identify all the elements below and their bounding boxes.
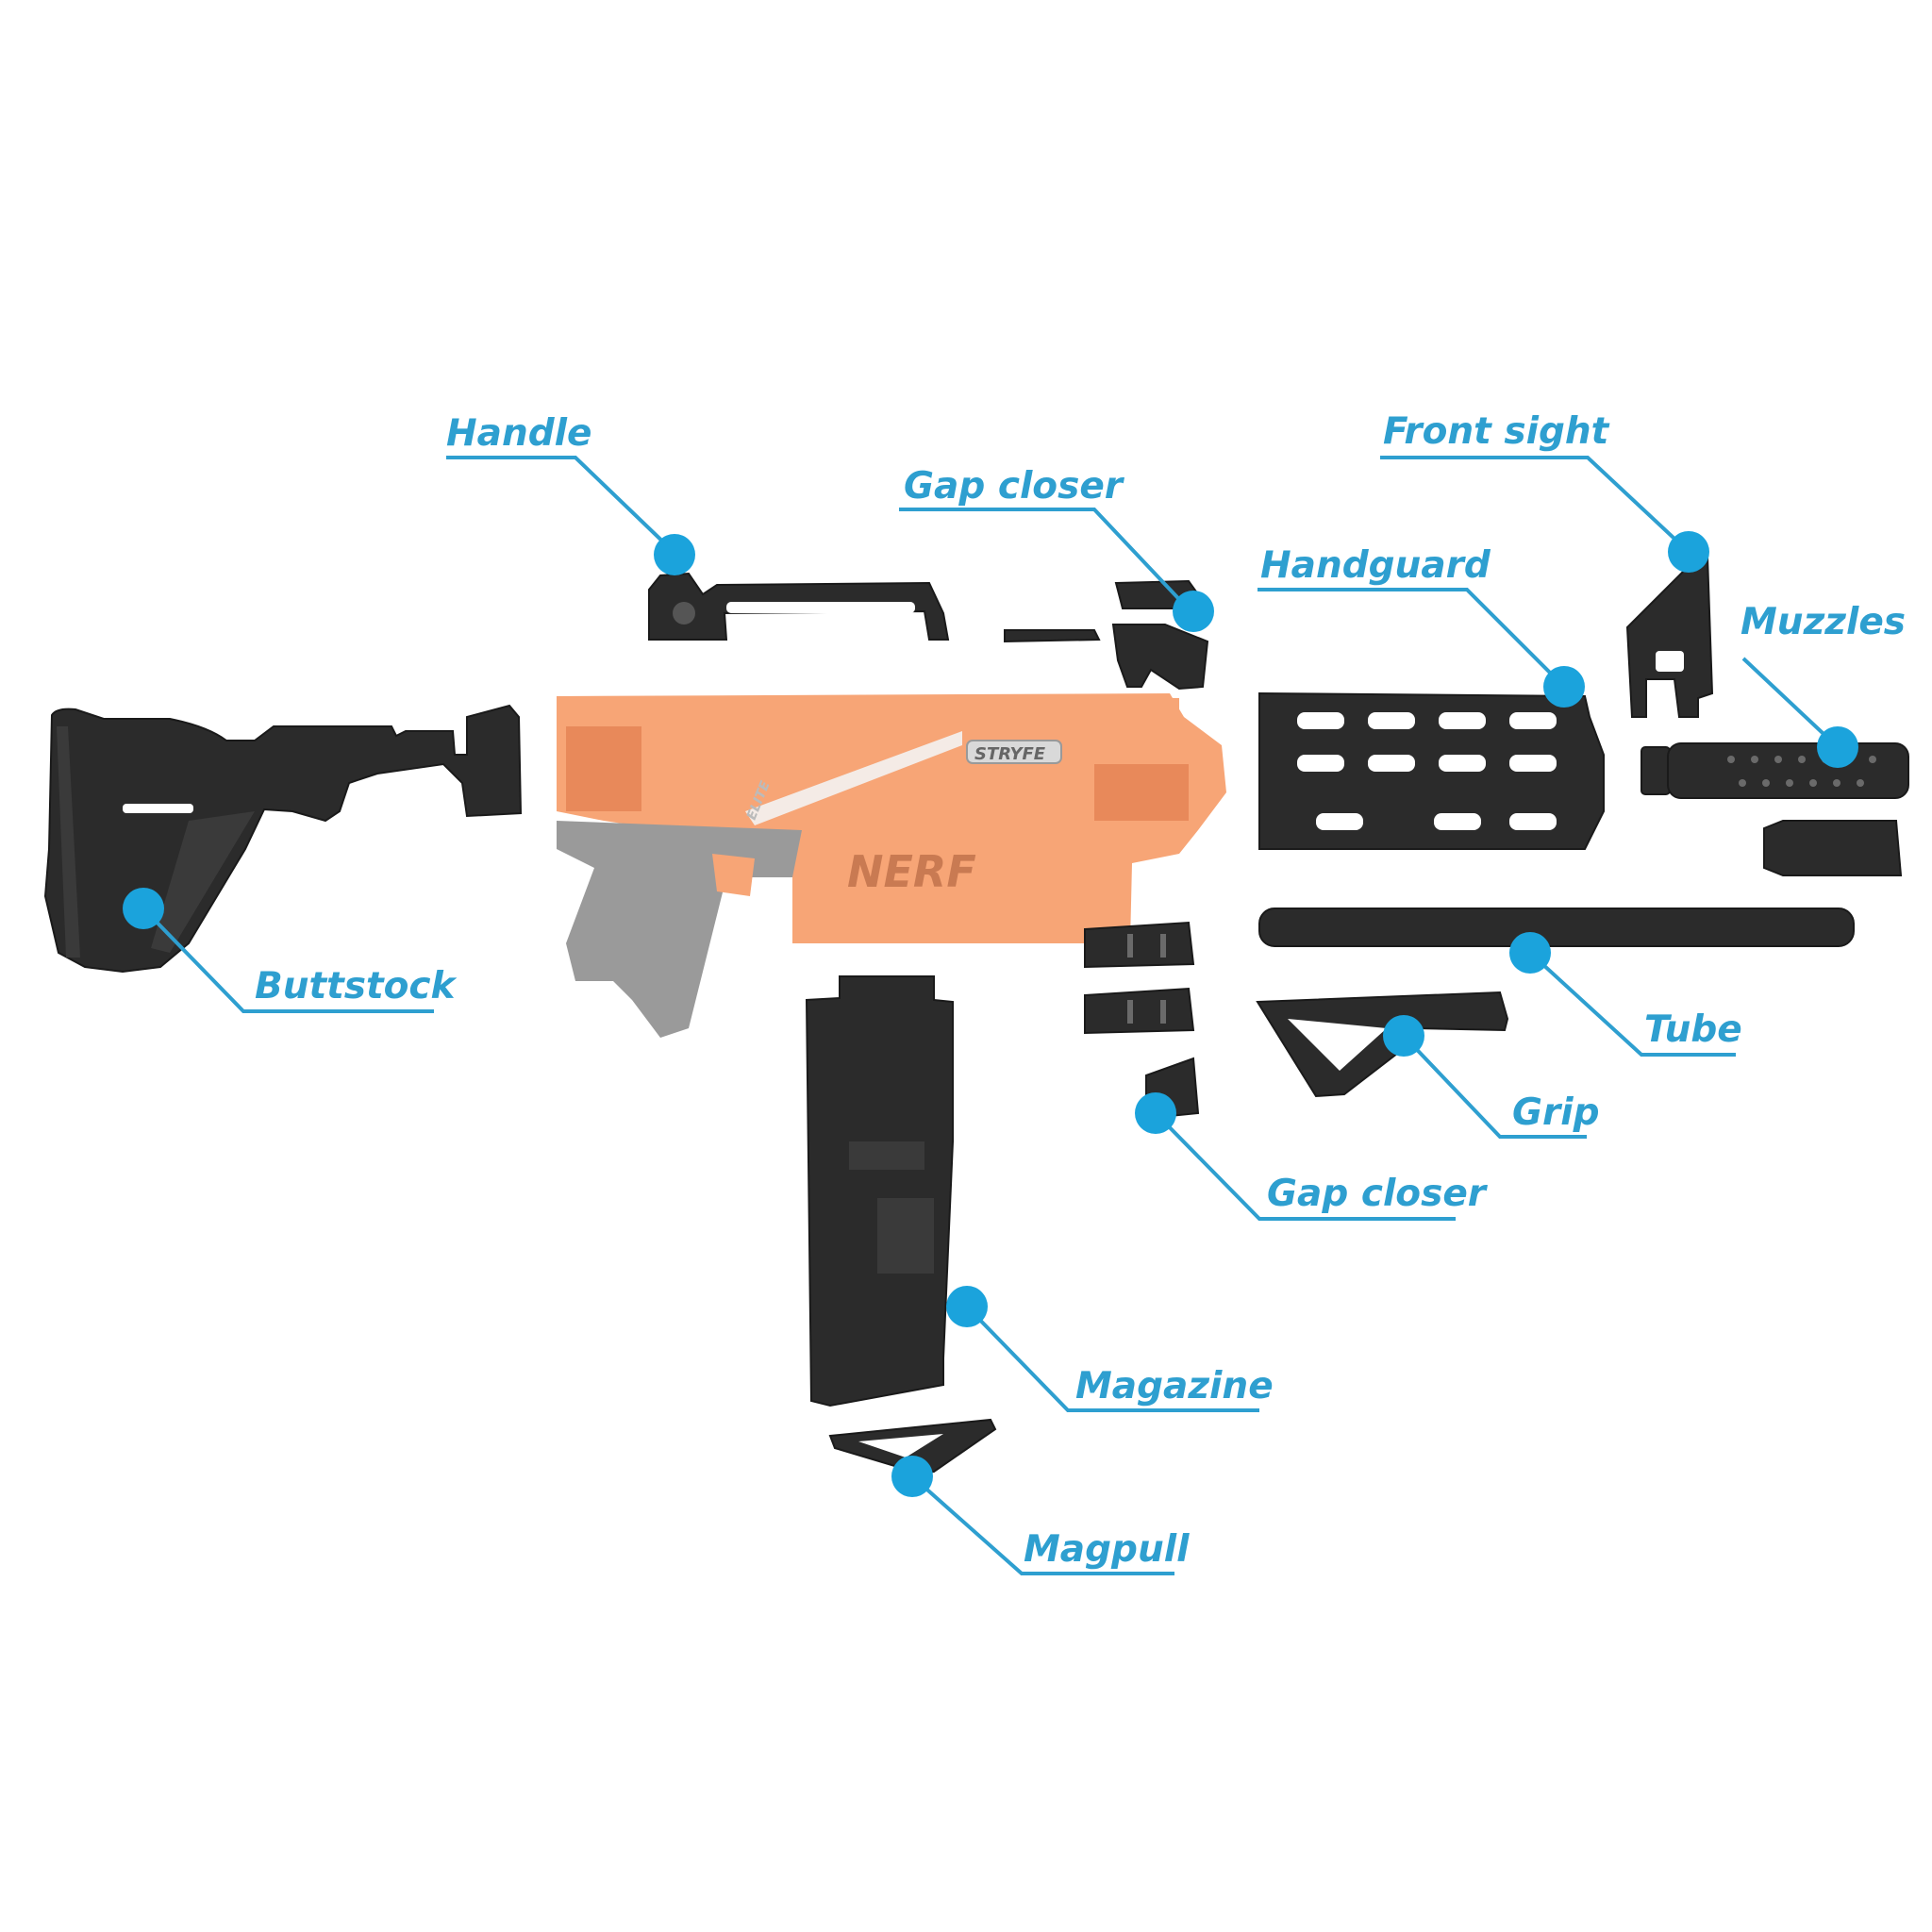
magazine-label: Magazine [1075, 1365, 1274, 1407]
buttstock-part [43, 704, 523, 974]
gap-closer-top-label: Gap closer [904, 465, 1125, 508]
buttstock-dot [123, 888, 164, 929]
handle-label: Handle [446, 412, 591, 455]
grip-part [1256, 991, 1509, 1098]
gap-closer-top-leader [899, 508, 1192, 613]
handguard-leader [1257, 588, 1566, 689]
handguard-part [1258, 691, 1605, 850]
buttstock-leader [142, 907, 434, 1013]
callout-dots [123, 531, 1858, 1497]
front-sight-label: Front sight [1383, 410, 1610, 453]
tube-label: Tube [1644, 1008, 1742, 1051]
gap-closer-bottom-dot [1135, 1092, 1176, 1134]
front-sight-dot [1668, 531, 1709, 573]
muzzle-long-part [1641, 742, 1909, 799]
grip-dot [1383, 1015, 1424, 1057]
muzzles-dot [1817, 726, 1858, 768]
front-sight-leader [1380, 456, 1690, 554]
magpull-label: Magpull [1024, 1528, 1190, 1571]
leader-lines [142, 456, 1840, 1575]
magazine-dot [946, 1286, 988, 1327]
magpull-leader [910, 1474, 1174, 1575]
gap-closer-bottom-label: Gap closer [1267, 1173, 1489, 1215]
magazine-leader [965, 1305, 1259, 1412]
magpull-dot [891, 1456, 933, 1497]
magazine-part [805, 975, 954, 1407]
muzzle-short-part [1763, 820, 1903, 876]
gap-closer-bottom-leader [1154, 1111, 1456, 1221]
callout-labels: Handle Gap closer Front sight Handguard … [255, 410, 1906, 1571]
muzzles-leader [1741, 657, 1840, 749]
gap-closer-top-dot [1173, 591, 1214, 632]
handle-part [648, 572, 950, 641]
grip-leader [1402, 1034, 1587, 1139]
tube-leader [1528, 951, 1736, 1057]
tube-dot [1509, 932, 1551, 974]
nerf-blaster-body: STRYFE ELITE NERF [557, 693, 1226, 1038]
rail-pieces-part [1084, 921, 1195, 1035]
tube-part [1258, 908, 1855, 947]
magpull-part [828, 1418, 997, 1475]
blaster-model-text: STRYFE [974, 744, 1046, 764]
handle-dot [654, 534, 695, 575]
blaster-brand-text: NERF [847, 846, 976, 897]
muzzles-label: Muzzles [1740, 601, 1906, 643]
buttstock-label: Buttstock [255, 965, 458, 1008]
handguard-dot [1543, 666, 1585, 708]
handle-leader [446, 456, 676, 555]
handguard-label: Handguard [1260, 544, 1491, 587]
grip-label: Grip [1512, 1091, 1600, 1134]
front-sight-part [1625, 555, 1714, 718]
